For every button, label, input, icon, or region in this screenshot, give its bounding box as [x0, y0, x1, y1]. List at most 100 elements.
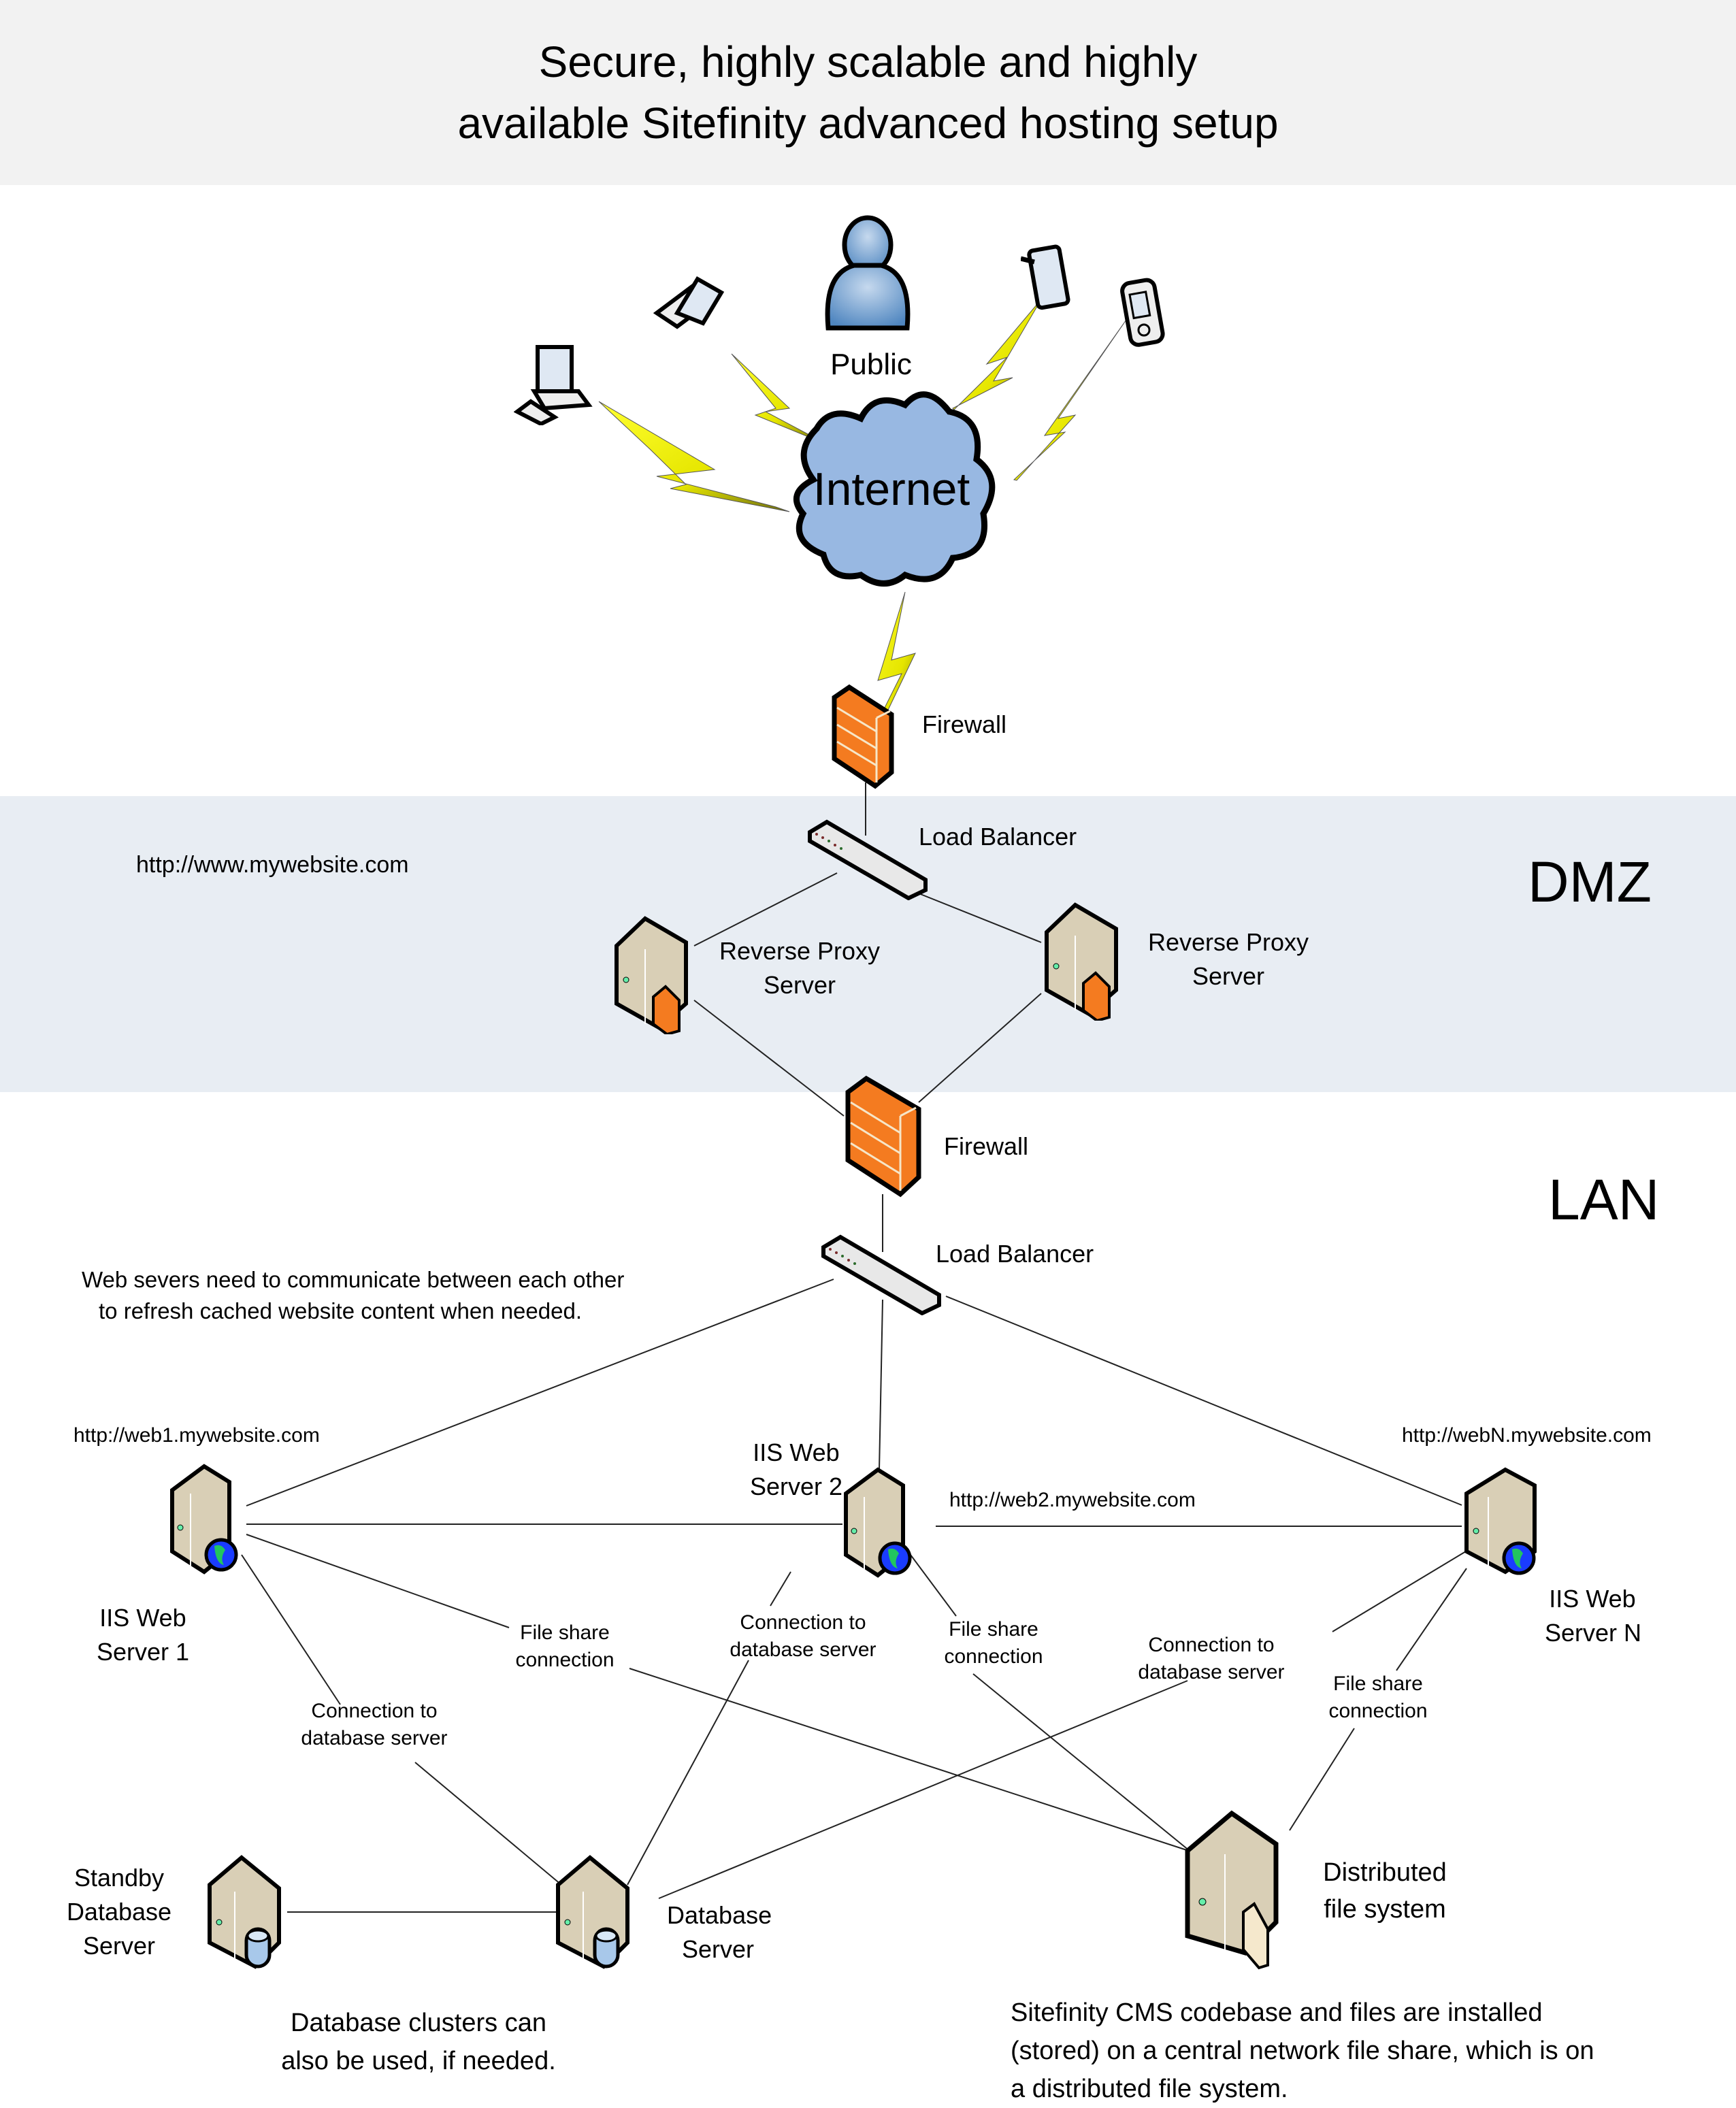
dfs-label-line2: file system [1324, 1895, 1446, 1924]
distributed-file-system-server-icon [1185, 1810, 1279, 1970]
wire-web1-dfs [629, 1668, 1190, 1851]
wire-proxy-left-fw2 [693, 1000, 845, 1117]
connection-label-line2: database server [1138, 1661, 1285, 1683]
load-balancer-icon [808, 819, 928, 900]
connection-label-web1-db: Connection to database server [279, 1698, 470, 1752]
sitefinity-note-line2: (stored) on a central network file share… [1011, 2037, 1594, 2065]
connection-label-line2: database server [730, 1638, 877, 1661]
wire-lb1-proxy-left [693, 872, 838, 946]
connection-label-line2: database server [301, 1727, 448, 1749]
connection-label-line1: Connection to [740, 1611, 866, 1634]
wire-webN-db-b [658, 1680, 1188, 1899]
distributed-file-system-label: Distributed file system [1317, 1854, 1453, 1928]
wire-lb2-web1 [246, 1279, 834, 1506]
database-clusters-note: Database clusters can also be used, if n… [259, 2004, 578, 2080]
proxy-left-label-line2: Server [763, 971, 836, 999]
sitefinity-codebase-note: Sitefinity CMS codebase and files are in… [1011, 1994, 1594, 2108]
web1-url: http://web1.mywebsite.com [73, 1424, 320, 1447]
wire-web2-db-a [770, 1571, 791, 1607]
iis-web-server-icon [170, 1464, 238, 1575]
database-clusters-note-line2: also be used, if needed. [281, 2047, 556, 2075]
webN-label: IIS Web Server N [1545, 1582, 1642, 1650]
wire-web2-fs-b [972, 1673, 1190, 1851]
connection-label-line1: File share [1333, 1673, 1423, 1695]
firewall-label-top: Firewall [922, 710, 1007, 738]
iis-web-server-icon [844, 1467, 912, 1578]
web2-label-line1: IIS Web [753, 1438, 840, 1466]
proxy-left-label: Reverse Proxy Server [715, 934, 885, 1002]
database-server-label-line2: Server [681, 1935, 755, 1963]
wire-web1-fileshare [246, 1534, 510, 1628]
connection-label-line2: connection [515, 1649, 615, 1671]
database-clusters-note-line1: Database clusters can [291, 2009, 546, 2037]
internet-cloud-icon [793, 391, 996, 587]
title-line-2: available Sitefinity advanced hosting se… [457, 99, 1279, 148]
webN-label-line2: Server N [1545, 1619, 1642, 1647]
wire-web2-db-b [627, 1660, 749, 1885]
public-label: Public [830, 348, 912, 381]
title-line-1: Secure, highly scalable and highly [538, 37, 1198, 86]
diagram-title: Secure, highly scalable and highly avail… [0, 31, 1736, 154]
connection-label-webN-fs: File share connection [1317, 1670, 1439, 1725]
wire-webN-fs-b [1289, 1728, 1355, 1831]
firewall-label-lan: Firewall [944, 1132, 1029, 1160]
webN-url: http://webN.mywebsite.com [1402, 1424, 1652, 1447]
webN-label-line1: IIS Web [1549, 1585, 1636, 1613]
wire-proxy-right-fw2 [918, 993, 1042, 1103]
load-balancer-icon [821, 1234, 941, 1315]
wire-webN-fs-a [1396, 1568, 1467, 1671]
database-server-label-line1: Database [667, 1901, 772, 1929]
lightning-pda-internet [1013, 319, 1127, 481]
web1-label: IIS Web Server 1 [95, 1601, 191, 1669]
connection-label-line1: Connection to [311, 1700, 438, 1722]
web-servers-note: Web severs need to communicate between e… [82, 1264, 625, 1327]
standby-database-server-icon [208, 1855, 281, 1969]
connection-label-line1: Connection to [1148, 1634, 1275, 1656]
zone-label-lan: LAN [1548, 1168, 1660, 1232]
dmz-url: http://www.mywebsite.com [136, 852, 409, 878]
wire-lb2-web2 [879, 1299, 883, 1470]
web2-label-line2: Server 2 [749, 1472, 843, 1500]
load-balancer-label-dmz: Load Balancer [919, 823, 1077, 851]
iis-web-server-icon [1464, 1467, 1537, 1575]
connection-label-line2: connection [944, 1645, 1043, 1668]
connection-label-web1-fs: File share connection [504, 1619, 626, 1674]
proxy-left-label-line1: Reverse Proxy [719, 937, 881, 965]
proxy-right-label-line1: Reverse Proxy [1147, 928, 1309, 956]
web2-url: http://web2.mywebsite.com [949, 1489, 1196, 1511]
title-band [0, 0, 1736, 185]
dfs-label-line1: Distributed [1323, 1858, 1447, 1887]
database-server-label: Database Server [667, 1898, 772, 1966]
standby-db-label-line3: Server [82, 1932, 156, 1960]
database-server-icon [556, 1855, 629, 1969]
user-icon [825, 215, 911, 331]
standby-db-label: Standby Database Server [61, 1861, 177, 1963]
web2-label: IIS Web Server 2 [749, 1436, 844, 1504]
tablet-icon [1021, 244, 1070, 310]
reverse-proxy-server-icon [1045, 902, 1118, 1021]
lightning-desktop-internet [598, 401, 790, 512]
standby-db-label-line1: Standby [73, 1864, 165, 1892]
pda-icon [1120, 278, 1165, 347]
connection-label-line1: File share [520, 1621, 610, 1644]
sitefinity-note-line3: a distributed file system. [1011, 2075, 1288, 2103]
wire-webN-db-a [1332, 1551, 1467, 1632]
wire-web1-db-a [241, 1554, 341, 1705]
web1-label-line2: Server 1 [96, 1638, 190, 1666]
web-servers-note-line1: Web severs need to communicate between e… [82, 1267, 625, 1292]
proxy-right-label-line2: Server [1192, 962, 1265, 990]
laptop-icon [653, 276, 725, 329]
lightning-tablet-internet [952, 299, 1042, 410]
connection-label-web2-db: Connection to database server [708, 1609, 898, 1664]
connection-label-web2-fs: File share connection [932, 1616, 1055, 1670]
wire-web2-fs-a [910, 1554, 957, 1617]
proxy-right-label: Reverse Proxy Server [1143, 925, 1313, 993]
wire-lb1-proxy-right [904, 887, 1042, 943]
zone-label-dmz: DMZ [1528, 850, 1652, 914]
desktop-icon [514, 345, 593, 425]
standby-db-label-line2: Database [66, 1898, 172, 1926]
wire-lb2-webN [945, 1296, 1462, 1506]
connection-label-webN-db: Connection to database server [1116, 1632, 1307, 1686]
connection-label-line1: File share [949, 1618, 1038, 1641]
